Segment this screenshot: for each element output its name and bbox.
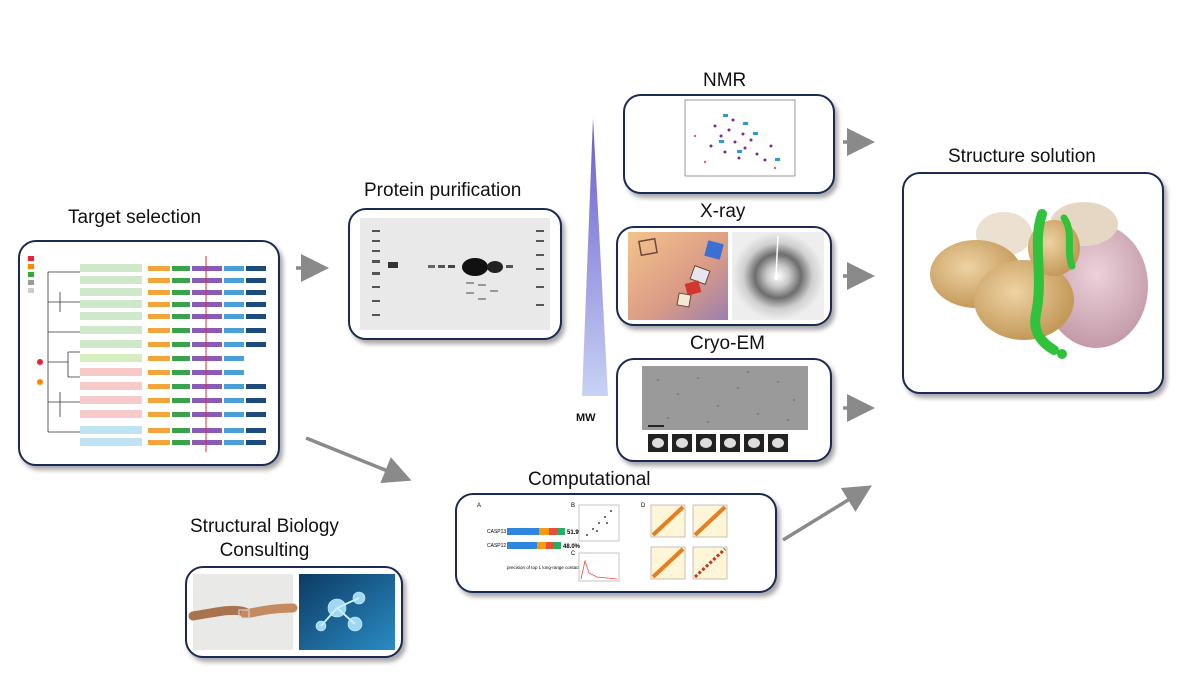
mw-gradient-triangle	[582, 118, 608, 396]
computational-title: Computational	[528, 469, 651, 490]
nmr-panel	[623, 94, 835, 194]
protein-purification-title: Protein purification	[364, 180, 522, 201]
comp-bar1-pct: 51.9%	[567, 530, 585, 536]
xray-panel	[616, 226, 832, 326]
consulting-images	[188, 574, 395, 650]
nmr-spectrum	[684, 99, 796, 177]
xray-images	[628, 232, 824, 320]
computational-panel: A CASP13 51.9% CASP12 48.0% precision of…	[455, 493, 777, 593]
comp-label-b: B	[571, 503, 575, 509]
comp-label-d: D	[641, 503, 646, 509]
consulting-title: Structural Biology Consulting	[190, 515, 339, 563]
target-selection-title: Target selection	[68, 207, 202, 228]
computational-figure: A CASP13 51.9% CASP12 48.0% precision of…	[477, 503, 728, 582]
nmr-title: NMR	[703, 70, 747, 91]
comp-xaxis: precision of top L long-range contacts, …	[507, 565, 588, 570]
structure-solution-panel	[902, 172, 1164, 394]
protein-purification-panel	[348, 208, 562, 340]
target-selection-panel	[18, 240, 280, 466]
comp-bar2-pct: 48.0%	[563, 544, 581, 550]
cryo-em-panel	[616, 358, 832, 462]
sds-page-gel	[360, 218, 550, 330]
comp-label-c: C	[571, 551, 576, 557]
structure-solution-title: Structure solution	[948, 146, 1096, 167]
consulting-title-line2: Consulting	[219, 540, 310, 561]
comp-label-a: A	[477, 503, 481, 509]
consulting-title-line1: Structural Biology	[190, 516, 339, 537]
comp-bar1-name: CASP13	[487, 529, 506, 535]
arrow-target-to-computational	[305, 436, 412, 484]
protein-structure-render	[930, 202, 1148, 359]
cryo-em-title: Cryo-EM	[690, 333, 765, 354]
consulting-panel	[185, 566, 403, 658]
cryo-em-micrograph	[642, 366, 808, 452]
comp-bar2-name: CASP12	[487, 543, 506, 549]
arrow-computational-to-solution	[782, 485, 872, 542]
xray-title: X-ray	[700, 201, 746, 222]
phylogenetic-tree-figure	[28, 256, 266, 452]
mw-label: MW	[576, 412, 596, 424]
